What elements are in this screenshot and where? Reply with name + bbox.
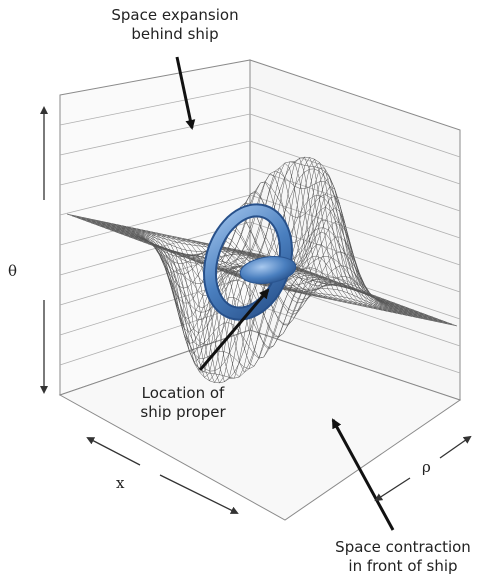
contraction-label: Space contraction in front of ship (323, 538, 483, 576)
ship-arrow (198, 288, 270, 371)
right-wall-gridline (249, 86, 461, 158)
ship-body (239, 256, 297, 284)
expansion-arrow (175, 56, 196, 130)
ship-label: Location of ship proper (118, 384, 248, 422)
mesh-line-v (201, 196, 393, 359)
left-wall-gridline (59, 140, 251, 186)
ship-label-line2: ship proper (140, 403, 226, 421)
x-dimension-arrow-right (159, 474, 239, 514)
mesh-line-v (66, 213, 258, 285)
mesh-line-v (216, 236, 408, 325)
expansion-label-line1: Space expansion (111, 6, 239, 24)
contraction-label-line2: in front of ship (348, 557, 458, 575)
dimension-arrows (40, 106, 472, 514)
mesh-line-v (141, 167, 333, 363)
contraction-arrow (331, 418, 395, 531)
warp-ship (203, 203, 297, 321)
mesh-line-v (206, 207, 398, 350)
left-wall-gridline (59, 302, 251, 366)
rho-dimension-arrow-up (439, 435, 472, 459)
theta-axis-label: θ (8, 262, 18, 280)
left-wall-gridline (59, 113, 251, 156)
warp-plot-canvas (40, 56, 472, 531)
rho-dimension-arrow (374, 477, 411, 502)
left-wall-gridline (59, 167, 251, 216)
expansion-label: Space expansion behind ship (100, 6, 250, 44)
mesh-line-v (146, 162, 338, 370)
annotation-arrows (175, 56, 395, 531)
right-wall-gridline (249, 113, 461, 185)
ship-label-line1: Location of (141, 384, 225, 402)
left-wall-gridline (59, 194, 251, 246)
contraction-label-line1: Space contraction (335, 538, 471, 556)
x-dimension-arrow (86, 437, 141, 466)
plot-box-walls (58, 59, 462, 521)
right-wall-gridline (249, 194, 461, 266)
mesh-line-v (196, 185, 388, 367)
rho-axis-label: ρ (422, 458, 431, 476)
wall-gridlines (59, 86, 461, 374)
expansion-label-line2: behind ship (131, 25, 219, 43)
right-wall-gridline (249, 302, 461, 374)
left-wall-gridline (59, 86, 251, 126)
right-wall-gridline (249, 140, 461, 212)
x-axis-label: x (116, 474, 125, 492)
mesh-line-v (266, 255, 458, 327)
